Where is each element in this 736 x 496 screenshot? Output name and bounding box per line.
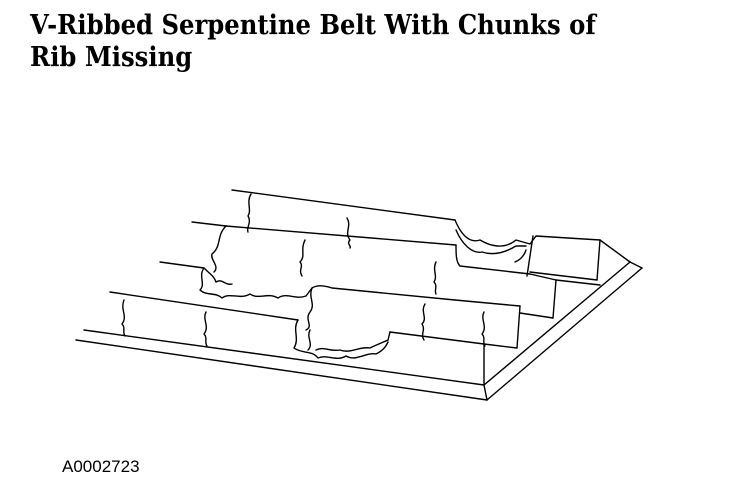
belt-rib-4: [109, 291, 485, 386]
figure-id: A0002723: [62, 457, 140, 476]
belt-backing: [75, 239, 643, 401]
belt-rib-2: [191, 221, 601, 319]
belt-rib-3: [159, 261, 521, 349]
belt-rib-1: [231, 189, 601, 281]
figure-title: V-Ribbed Serpentine Belt With Chunks of …: [30, 10, 596, 73]
